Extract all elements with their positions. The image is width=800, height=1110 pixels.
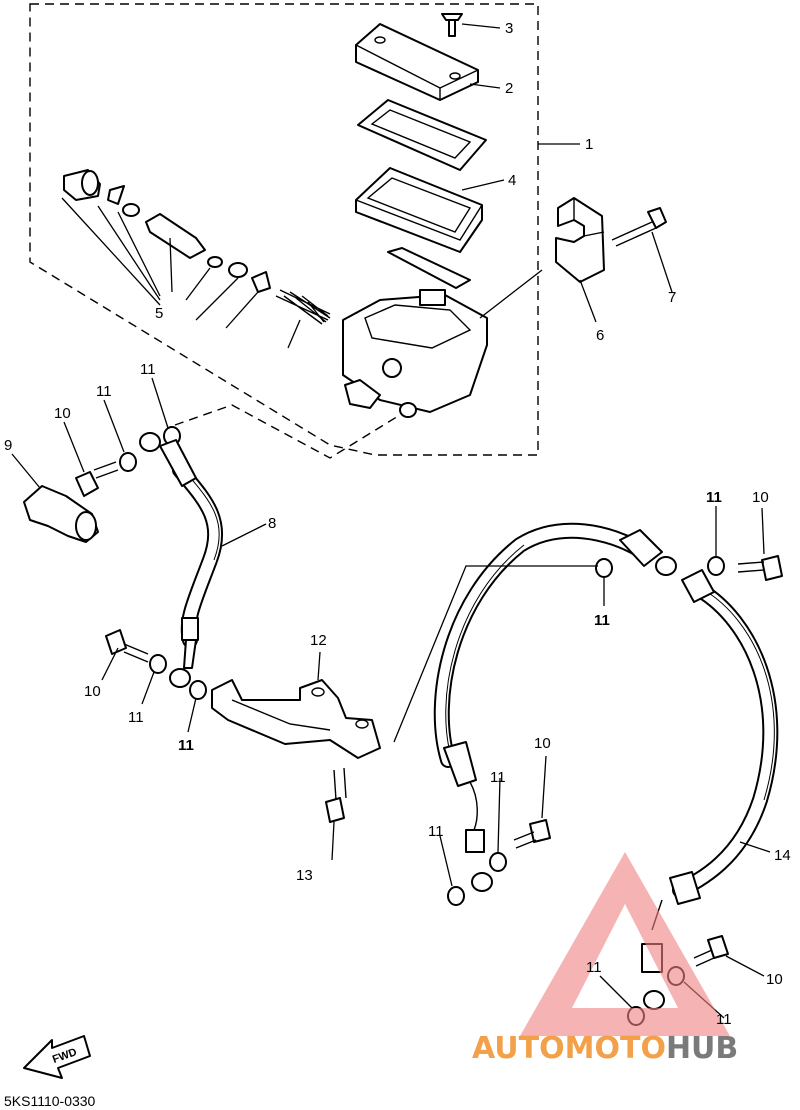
part-8-brake-hose [139,432,224,688]
part-10-union-bolt-lower-right [693,935,729,967]
part-9-cover [23,485,99,543]
part-12-joint-bracket [211,679,381,759]
callout-10-left: 10 [84,683,101,700]
callout-10-upper-right: 10 [752,489,769,506]
callout-10-lower-right: 10 [766,971,783,988]
callout-11-h: 11 [428,823,444,840]
diaphragm-plate [357,99,487,171]
watermark-logo [520,852,730,1036]
callout-11-g: 11 [490,769,506,786]
assembly-boundary [29,3,539,456]
part-14-brake-hose [433,522,779,1010]
callout-10-middle: 10 [534,735,551,752]
watermark-text-part2: HUB [666,1031,738,1066]
callout-1: 1 [585,136,593,153]
part-10-union-bolt-upper-right [737,555,783,581]
callout-14: 14 [774,847,791,864]
callout-11-e: 11 [706,489,722,506]
assembly-link-line [174,404,409,459]
part-6-holder [555,197,605,283]
callout-8: 8 [268,515,276,532]
part-3-screw [441,13,463,37]
gasket-strip [387,247,471,289]
figure-code: 5KS1110-0330 [4,1093,96,1109]
part-4-diaphragm [355,167,483,253]
callout-11-a: 11 [96,383,112,400]
callout-9: 9 [4,437,12,454]
callout-11-i: 11 [586,959,602,976]
callout-11-d: 11 [178,737,194,754]
callout-3: 3 [505,20,513,37]
callout-10-upper-left: 10 [54,405,71,422]
callout-2: 2 [505,80,513,97]
callout-6: 6 [596,327,604,344]
part-2-reservoir-cap [355,23,479,101]
callout-13: 13 [296,867,313,884]
callout-12: 12 [310,632,327,649]
callout-11-c: 11 [128,709,144,726]
callout-11-j: 11 [716,1011,732,1028]
part-10-union-bolt-upper-left [75,461,119,497]
callout-11-f: 11 [594,612,610,629]
callout-5: 5 [155,305,163,322]
watermark-text: AUTOMOTOHUB [472,1031,738,1066]
part-5-piston-kit [61,169,331,349]
part-10-union-bolt-middle [513,819,551,849]
part-7-bolt [611,207,667,247]
watermark-text-part1: AUTOMOTO [472,1031,666,1066]
fwd-arrow-icon: FWD [23,1035,91,1079]
callout-11-b: 11 [140,361,156,378]
part-10-union-bolt-left [105,629,149,663]
master-cylinder-body [342,289,488,418]
callout-4: 4 [508,172,516,189]
part-13-bolt [325,767,347,823]
callout-7: 7 [668,289,676,306]
